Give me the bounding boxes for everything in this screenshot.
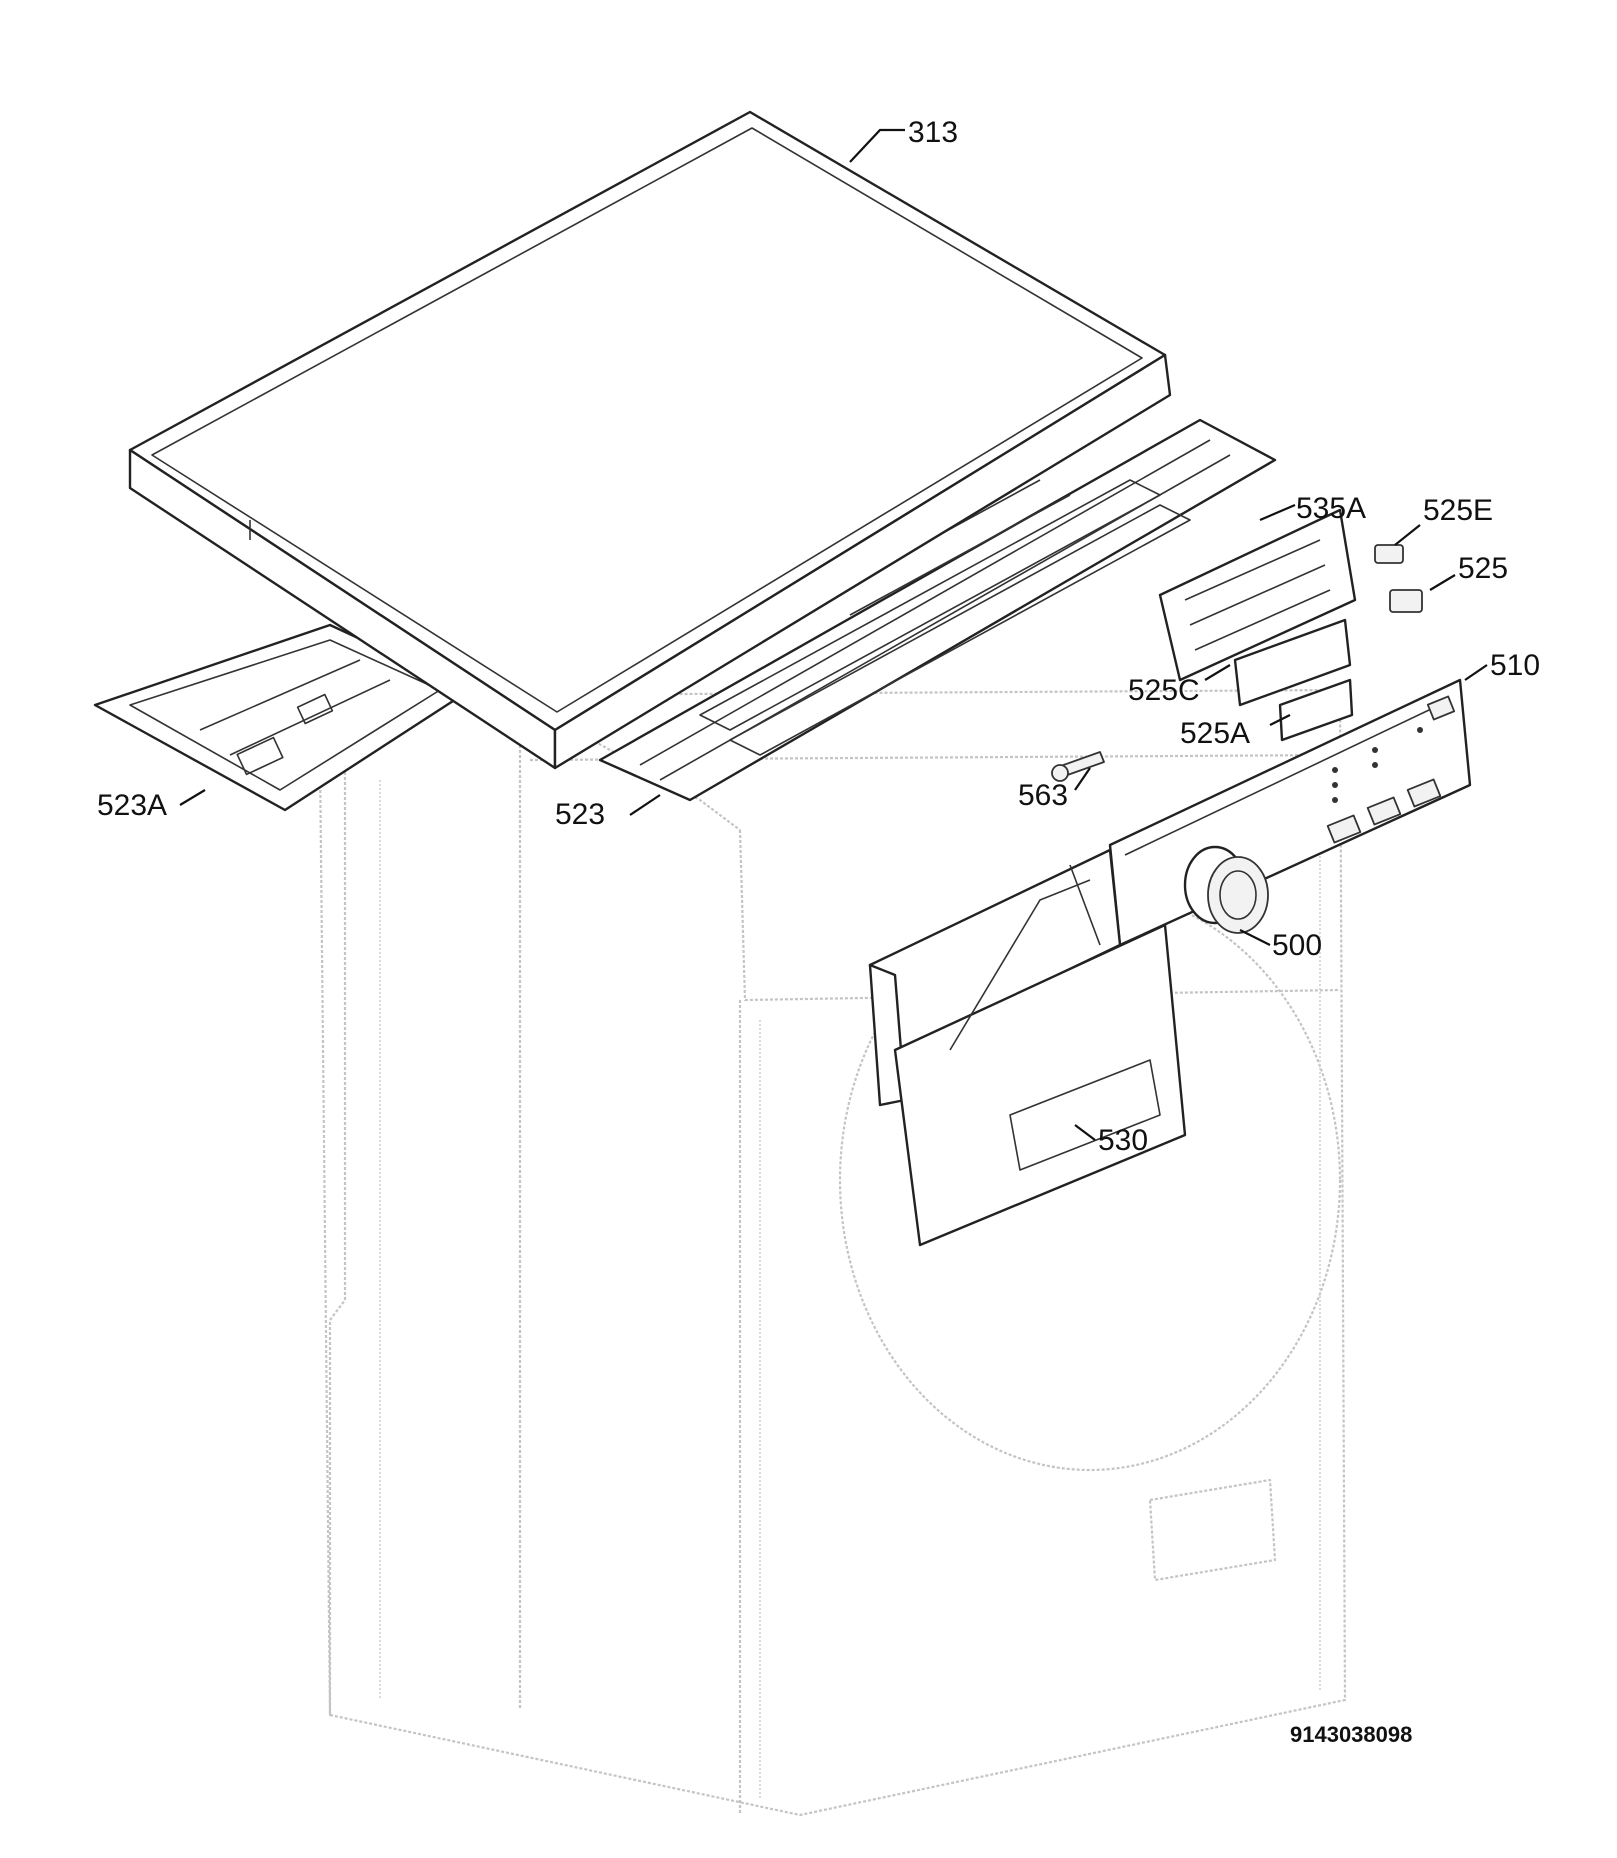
callout-500: 500 [1272, 929, 1322, 962]
top-lid-313 [128, 110, 1172, 770]
knob-500 [1183, 845, 1269, 934]
detergent-drawer-530 [868, 848, 1187, 1247]
callout-313: 313 [908, 116, 958, 149]
pin-563 [1051, 751, 1105, 782]
callout-563: 563 [1018, 779, 1068, 812]
callout-525: 525 [1458, 552, 1508, 585]
control-boards [1158, 508, 1423, 742]
callout-530: 530 [1098, 1124, 1148, 1157]
callout-535A: 535A [1296, 492, 1366, 525]
callout-labels: 313 535A 525E 525 510 525C 525A 563 523 … [97, 116, 1540, 1157]
callout-510: 510 [1490, 649, 1540, 682]
callout-leaders [179, 128, 1488, 1141]
document-number: 9143038098 [1290, 1722, 1412, 1747]
callout-525C: 525C [1128, 674, 1200, 707]
callout-525A: 525A [1180, 717, 1250, 750]
callout-525E: 525E [1423, 494, 1493, 527]
callout-523: 523 [555, 798, 605, 831]
callout-523A: 523A [97, 789, 167, 822]
